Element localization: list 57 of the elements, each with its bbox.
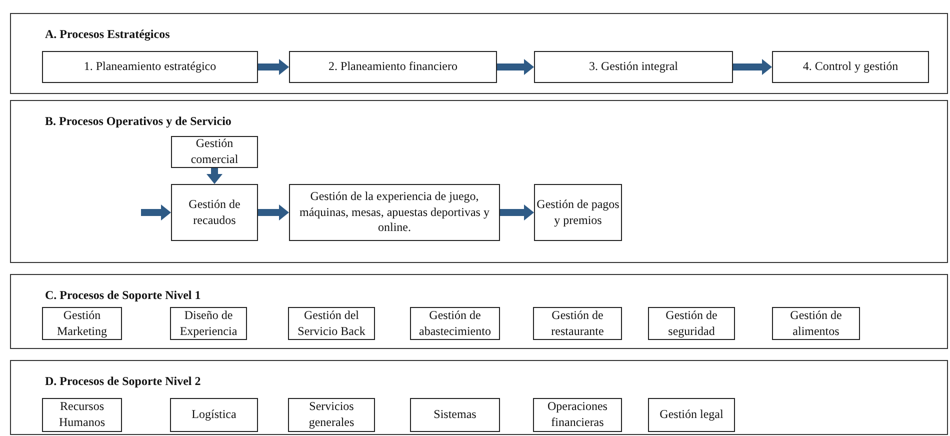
- node-label: Gestión de recaudos: [188, 196, 242, 228]
- process-box: [170, 398, 258, 432]
- node-label: Gestión de abastecimiento: [418, 308, 492, 340]
- process-box: [410, 398, 500, 432]
- node-label: Gestión de seguridad: [664, 308, 718, 340]
- node-label: Gestión legal: [660, 407, 724, 423]
- node-label: Diseño de Experiencia: [178, 308, 238, 340]
- process-box: [534, 184, 622, 241]
- process-box: [648, 398, 735, 432]
- node-label: Gestión de alimentos: [789, 308, 843, 340]
- process-box: [42, 51, 258, 83]
- arrow: [258, 59, 289, 75]
- process-box: [534, 51, 733, 83]
- process-box: [288, 307, 375, 340]
- section-heading: A. Procesos Estratégicos: [45, 27, 170, 43]
- node-label: 1. Planeamiento estratégico: [84, 59, 216, 75]
- arrow: [206, 168, 222, 184]
- node-label: 4. Control y gestión: [802, 59, 898, 75]
- node-label: Gestión de la experiencia de juego, máquinas, mesas, apuestas deportivas y online.: [298, 189, 490, 236]
- node-label: Logística: [192, 407, 236, 423]
- process-band: [10, 360, 948, 435]
- arrow: [141, 204, 171, 220]
- node-label: 3. Gestión integral: [589, 59, 678, 75]
- process-box: [42, 307, 122, 340]
- process-box: [772, 51, 929, 83]
- node-label: Gestión Marketing: [56, 308, 108, 340]
- process-box: [289, 51, 497, 83]
- process-box: [533, 307, 622, 340]
- process-band: [10, 13, 948, 94]
- process-box: [171, 184, 258, 241]
- section-heading: C. Procesos de Soporte Nivel 1: [45, 288, 201, 304]
- process-box: [288, 398, 375, 432]
- node-label: Servicios generales: [308, 399, 356, 431]
- process-box: [648, 307, 735, 340]
- process-box: [533, 398, 622, 432]
- process-box: [772, 307, 860, 340]
- process-box: [289, 184, 500, 241]
- arrow: [500, 204, 534, 220]
- arrow: [258, 204, 289, 220]
- process-box: [42, 398, 122, 432]
- section-heading: B. Procesos Operativos y de Servicio: [45, 114, 232, 130]
- node-label: 2. Planeamiento financiero: [328, 59, 458, 75]
- section-heading: D. Procesos de Soporte Nivel 2: [45, 374, 201, 390]
- node-label: Gestión de restaurante: [550, 308, 605, 340]
- node-label: Gestión de pagos y premios: [536, 196, 620, 228]
- process-box: [170, 307, 247, 340]
- process-box: [171, 136, 258, 168]
- node-label: Gestión comercial: [190, 136, 240, 168]
- arrow: [497, 59, 534, 75]
- node-label: Operaciones financieras: [546, 399, 608, 431]
- process-band: [10, 100, 948, 263]
- arrow: [733, 59, 772, 75]
- node-label: Recursos Humanos: [58, 399, 106, 431]
- process-box: [410, 307, 500, 340]
- node-label: Sistemas: [434, 407, 476, 423]
- node-label: Gestión del Servicio Back: [296, 308, 366, 340]
- process-band: [10, 274, 948, 349]
